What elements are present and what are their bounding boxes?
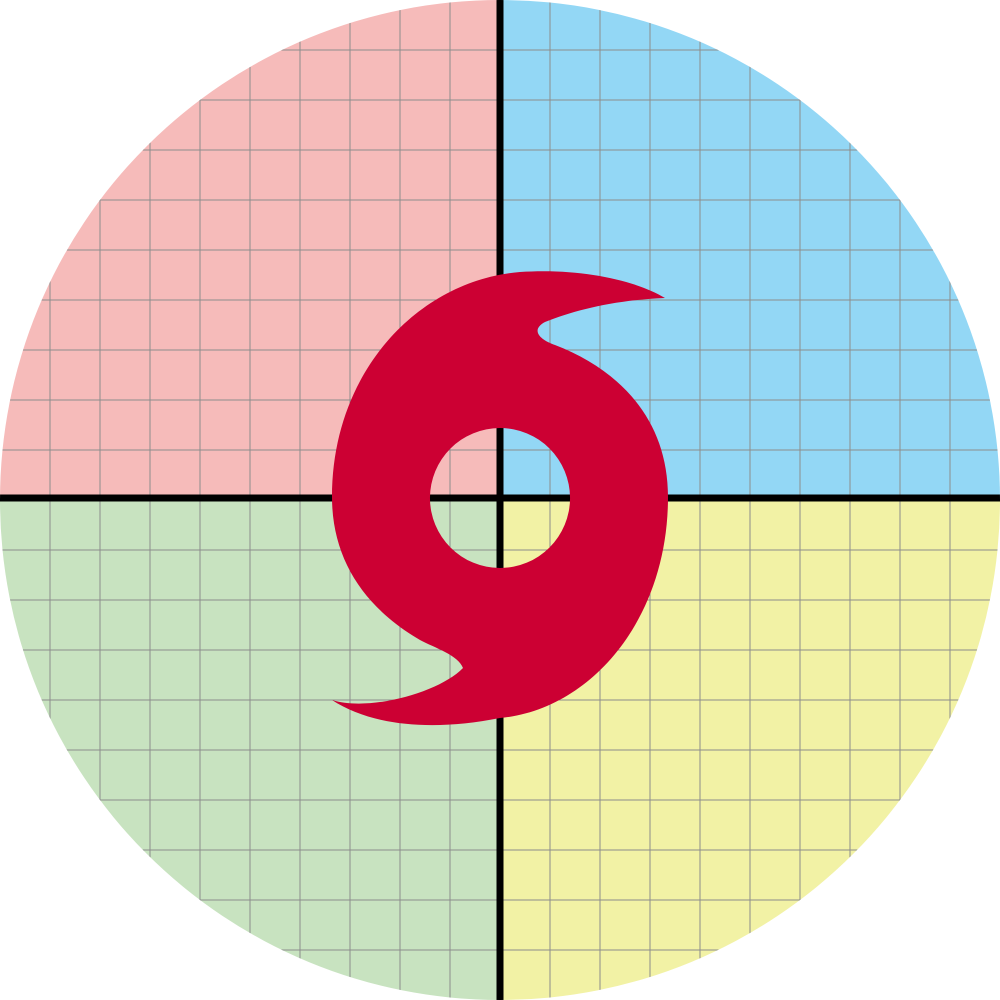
hurricane-icon [332,271,668,726]
